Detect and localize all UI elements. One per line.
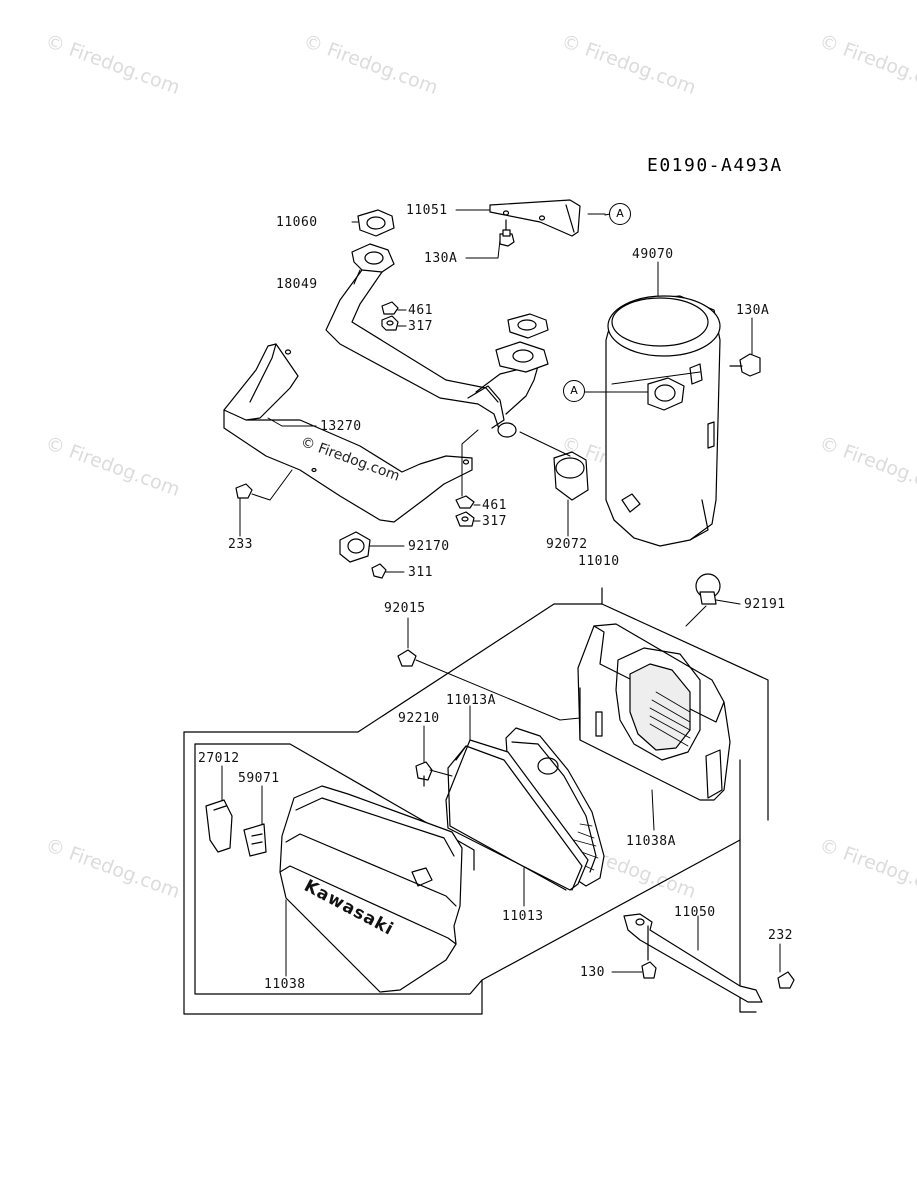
part-label: 92191 bbox=[744, 597, 786, 612]
muffler-49070 bbox=[605, 295, 721, 547]
nut-317 bbox=[381, 315, 399, 331]
part-label: 311 bbox=[408, 565, 433, 580]
gasket bbox=[507, 313, 549, 339]
clamp-92072 bbox=[553, 451, 589, 501]
part-label: 49070 bbox=[632, 247, 674, 262]
part-label: 18049 bbox=[276, 277, 318, 292]
part-label: 11038A bbox=[626, 834, 676, 849]
part-label: 130A bbox=[736, 303, 770, 318]
nut-317-mid bbox=[455, 511, 475, 527]
heat-shield-13270 bbox=[223, 343, 473, 523]
diagram-code: E0190-A493A bbox=[647, 155, 783, 176]
callout-a: A bbox=[609, 203, 631, 225]
part-label: 59071 bbox=[238, 771, 280, 786]
latch-59071 bbox=[243, 823, 267, 857]
bolt-130 bbox=[641, 925, 657, 979]
part-label: 130 bbox=[580, 965, 605, 980]
part-label: 92072 bbox=[546, 537, 588, 552]
part-label: 13270 bbox=[320, 419, 362, 434]
part-label: 92015 bbox=[384, 601, 426, 616]
part-label: 11010 bbox=[578, 554, 620, 569]
part-label: 11050 bbox=[674, 905, 716, 920]
clip-92210 bbox=[415, 761, 433, 787]
part-label: 11013A bbox=[446, 693, 496, 708]
exhaust-pipe-18049 bbox=[325, 243, 549, 438]
part-label: 11060 bbox=[276, 215, 318, 230]
part-label: 317 bbox=[482, 514, 507, 529]
part-label: 92170 bbox=[408, 539, 450, 554]
part-label: 232 bbox=[768, 928, 793, 943]
part-label: 130A bbox=[424, 251, 458, 266]
gasket-11060 bbox=[357, 209, 395, 237]
air-cleaner-cover-11038 bbox=[279, 785, 463, 993]
bolt-92015 bbox=[397, 649, 417, 667]
callout-a: A bbox=[563, 380, 585, 402]
bracket-92170 bbox=[339, 531, 371, 563]
part-label: 233 bbox=[228, 537, 253, 552]
bolt-232 bbox=[777, 971, 795, 989]
nut-311 bbox=[371, 563, 387, 579]
bolt-130A bbox=[499, 219, 515, 247]
bracket-11051 bbox=[489, 199, 581, 237]
part-label: 11013 bbox=[502, 909, 544, 924]
bracket-11050 bbox=[623, 913, 763, 1003]
air-cleaner-housing-11010 bbox=[577, 623, 731, 801]
bolt-130A-right bbox=[729, 353, 761, 377]
part-label: 11038 bbox=[264, 977, 306, 992]
bolt-233 bbox=[235, 483, 253, 499]
clip-27012 bbox=[205, 799, 233, 853]
pre-cleaner-11013 bbox=[445, 739, 589, 891]
nut-461 bbox=[381, 301, 399, 315]
part-label: 317 bbox=[408, 319, 433, 334]
part-label: 461 bbox=[482, 498, 507, 513]
nut-461-mid bbox=[455, 495, 475, 509]
part-label: 461 bbox=[408, 303, 433, 318]
part-label: 27012 bbox=[198, 751, 240, 766]
part-label: 11051 bbox=[406, 203, 448, 218]
part-label: 92210 bbox=[398, 711, 440, 726]
plug-92191 bbox=[695, 573, 721, 605]
